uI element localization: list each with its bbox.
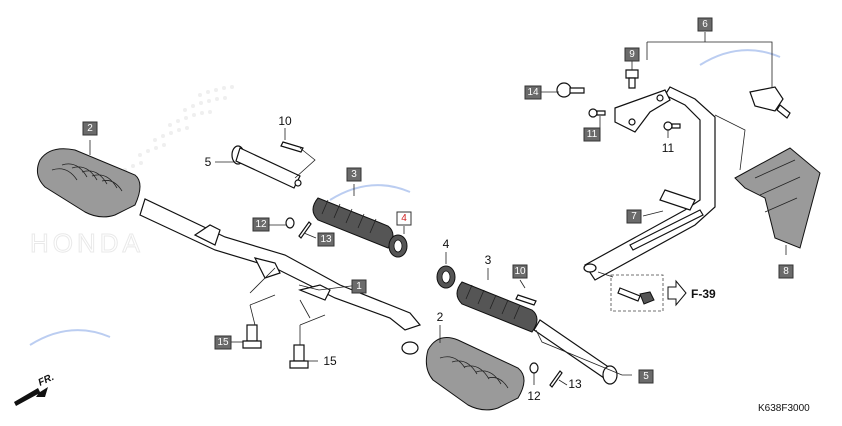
honda-wing-watermark: HONDA [30, 85, 234, 259]
washer-12-left [285, 217, 295, 229]
callout-3: 3 [346, 167, 362, 182]
callout-5: 5 [638, 369, 654, 384]
label-2-right: 2 [437, 310, 444, 324]
callout-4-highlighted: 4 [396, 211, 412, 226]
label-3-right: 3 [485, 253, 492, 267]
svg-text:6: 6 [702, 19, 708, 30]
svg-text:5: 5 [643, 371, 649, 382]
pivot-pin-left [231, 145, 302, 189]
washer-4-right [436, 265, 456, 289]
bolt-14 [556, 82, 585, 98]
svg-text:9: 9 [629, 49, 635, 60]
f39-dashed-box [610, 274, 664, 312]
bolt-15-right [289, 344, 309, 369]
bolt-f39 [617, 287, 655, 305]
right-footpeg-rubber [425, 337, 525, 411]
screw-11-left [588, 108, 606, 118]
label-10-top: 10 [278, 114, 292, 128]
callout-14: 14 [524, 85, 542, 100]
svg-text:7: 7 [631, 211, 637, 222]
svg-text:15: 15 [217, 337, 229, 348]
washer-12-right [529, 362, 539, 374]
svg-text:12: 12 [255, 219, 267, 230]
cotter-pin-13-left [298, 221, 312, 239]
left-footpeg-rubber [36, 148, 141, 218]
cotter-pin-10-left [280, 141, 304, 153]
footpeg-rubber-3-right [456, 281, 538, 333]
washer-4-left [388, 234, 408, 258]
pivot-pin-right [533, 319, 618, 385]
side-cover-8 [734, 147, 821, 249]
callout-8: 8 [778, 264, 794, 279]
svg-text:3: 3 [351, 169, 357, 180]
label-5-left: 5 [205, 155, 212, 169]
label-13-right: 13 [568, 377, 582, 391]
drawing-code: K638F3000 [758, 403, 810, 414]
bolt-9 [625, 69, 639, 89]
callout-10: 10 [512, 264, 528, 279]
callout-6: 6 [697, 17, 713, 32]
footpeg-rubber-3-left [312, 197, 394, 249]
svg-text:13: 13 [320, 234, 332, 245]
label-4-right: 4 [443, 237, 450, 251]
svg-text:11: 11 [587, 129, 598, 140]
callout-7: 7 [626, 209, 642, 224]
clamp-6-assembly [749, 86, 791, 119]
svg-text:2: 2 [87, 123, 93, 134]
screw-11-right [663, 121, 681, 131]
callout-12: 12 [252, 217, 270, 232]
front-direction-arrow-icon [14, 387, 48, 406]
callout-13: 13 [317, 232, 335, 247]
figure-reference: F-39 [691, 287, 716, 301]
svg-text:14: 14 [527, 87, 539, 98]
cotter-pin-10-right [515, 294, 537, 306]
front-direction-label: FR. [37, 372, 56, 389]
bolt-15-left [242, 324, 262, 349]
svg-text:1: 1 [356, 281, 362, 292]
label-12-right: 12 [527, 389, 541, 403]
callout-1: 1 [351, 279, 367, 294]
f39-arrow-icon [667, 279, 687, 307]
honda-watermark-text: HONDA [30, 228, 144, 258]
main-step-bar [139, 198, 422, 355]
passenger-grab-bracket-7 [583, 86, 716, 281]
callout-9: 9 [624, 47, 640, 62]
svg-text:10: 10 [514, 266, 526, 277]
callout-2: 2 [82, 121, 98, 136]
svg-text:8: 8 [783, 266, 789, 277]
svg-text:4: 4 [401, 213, 407, 224]
callout-15: 15 [214, 335, 232, 350]
cotter-pin-13-right [549, 370, 563, 388]
label-15-right: 15 [323, 354, 337, 368]
mount-bracket-9-assembly [614, 89, 671, 133]
callout-11: 11 [583, 127, 601, 142]
label-11-right: 11 [662, 141, 675, 155]
